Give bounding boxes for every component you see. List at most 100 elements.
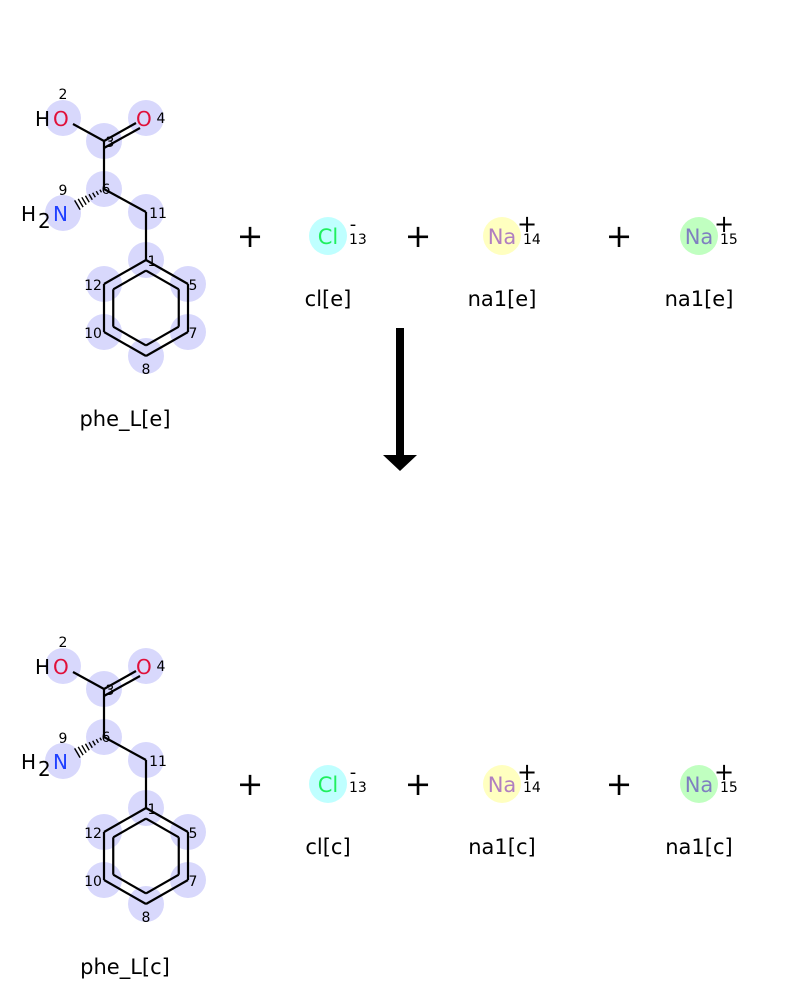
atom-label-h2-sub: 2 — [38, 209, 51, 233]
atom-label-o2: O — [53, 655, 69, 679]
wedge-hash — [95, 190, 99, 196]
bond — [103, 188, 147, 213]
atom-index: 3 — [106, 135, 115, 151]
wedge-hash — [92, 740, 96, 746]
plus-sign: + — [606, 217, 633, 255]
ion-charge: - — [350, 214, 357, 235]
bond — [103, 122, 137, 142]
ion-index: 14 — [523, 232, 541, 248]
atom-label-o4: O — [136, 655, 152, 679]
bond — [72, 123, 105, 142]
wedge-hash — [74, 200, 81, 210]
plus-sign: + — [405, 765, 432, 803]
ion-name: cl[e] — [305, 287, 352, 311]
bond — [112, 269, 147, 291]
plus-sign: + — [606, 765, 633, 803]
plus-sign: + — [237, 765, 264, 803]
atom-index: 1 — [148, 254, 157, 270]
wedge-hash — [88, 741, 93, 749]
atom-label-h: H — [35, 655, 50, 679]
bond — [103, 259, 147, 285]
atom-index: 5 — [189, 278, 198, 294]
wedge-hash — [99, 737, 103, 741]
plus-sign: + — [405, 217, 432, 255]
atom-highlight — [45, 195, 81, 231]
wedge-hash — [74, 748, 81, 758]
bond — [103, 670, 137, 690]
atom-highlight — [45, 648, 81, 684]
bond — [112, 873, 147, 895]
wedge-hash — [77, 746, 84, 756]
atom-label-h2: H — [21, 750, 36, 774]
ion-symbol: Na — [685, 773, 714, 797]
bond — [145, 325, 180, 347]
ion-index: 13 — [349, 780, 367, 796]
ion-index: 14 — [523, 780, 541, 796]
atom-index: 4 — [157, 111, 166, 127]
atom-index: 4 — [157, 659, 166, 675]
atom-index: 6 — [102, 182, 111, 198]
ion-charge: + — [714, 210, 734, 238]
wedge-hash — [88, 193, 93, 201]
atom-index: 3 — [106, 683, 115, 699]
wedge-hash — [84, 743, 90, 751]
bond — [112, 817, 147, 839]
ion-name: cl[c] — [305, 835, 350, 859]
wedge-hash — [84, 195, 90, 203]
bond — [103, 736, 147, 761]
ion-symbol: Cl — [318, 225, 339, 249]
bond — [103, 331, 147, 357]
atom-label-o4: O — [136, 107, 152, 131]
atom-label-h2-sub: 2 — [38, 757, 51, 781]
bond — [103, 807, 147, 833]
bond — [72, 671, 105, 690]
atom-index: 10 — [84, 326, 102, 342]
molecule-name: phe_L[c] — [80, 955, 170, 980]
bond — [145, 807, 189, 833]
ion-charge: + — [517, 758, 537, 786]
atom-index: 2 — [59, 87, 68, 103]
atom-index: 8 — [142, 910, 151, 926]
reaction-arrow-head — [383, 455, 417, 471]
ion-name: na1[e] — [665, 287, 734, 311]
plus-sign: + — [237, 217, 264, 255]
atom-index: 2 — [59, 635, 68, 651]
ion-highlight — [309, 765, 347, 803]
ion-highlight — [309, 217, 347, 255]
ion-charge: + — [714, 758, 734, 786]
ion-index: 15 — [720, 232, 738, 248]
molecule-name: phe_L[e] — [79, 407, 170, 432]
wedge-hash — [99, 189, 103, 193]
atom-index: 12 — [84, 826, 102, 842]
ion-highlight — [483, 765, 521, 803]
ion-symbol: Na — [488, 773, 517, 797]
wedge-hash — [81, 744, 87, 754]
ion-index: 15 — [720, 780, 738, 796]
atom-index: 7 — [189, 874, 198, 890]
atom-index: 7 — [189, 326, 198, 342]
ion-highlight — [680, 217, 718, 255]
wedge-hash — [95, 738, 99, 744]
ion-name: na1[c] — [665, 835, 732, 859]
atom-highlight — [45, 100, 81, 136]
bond — [145, 269, 180, 291]
ion-name: na1[c] — [468, 835, 535, 859]
atom-index: 8 — [142, 362, 151, 378]
atom-index: 9 — [59, 731, 68, 747]
bond — [112, 325, 147, 347]
atom-label-h: H — [35, 107, 50, 131]
atom-index: 12 — [84, 278, 102, 294]
bond — [145, 259, 189, 285]
atom-index: 10 — [84, 874, 102, 890]
atom-label-n: N — [53, 202, 68, 226]
bond — [145, 873, 180, 895]
atom-highlight — [45, 743, 81, 779]
atom-highlight — [128, 648, 164, 684]
bond — [103, 127, 141, 149]
ion-charge: - — [350, 762, 357, 783]
